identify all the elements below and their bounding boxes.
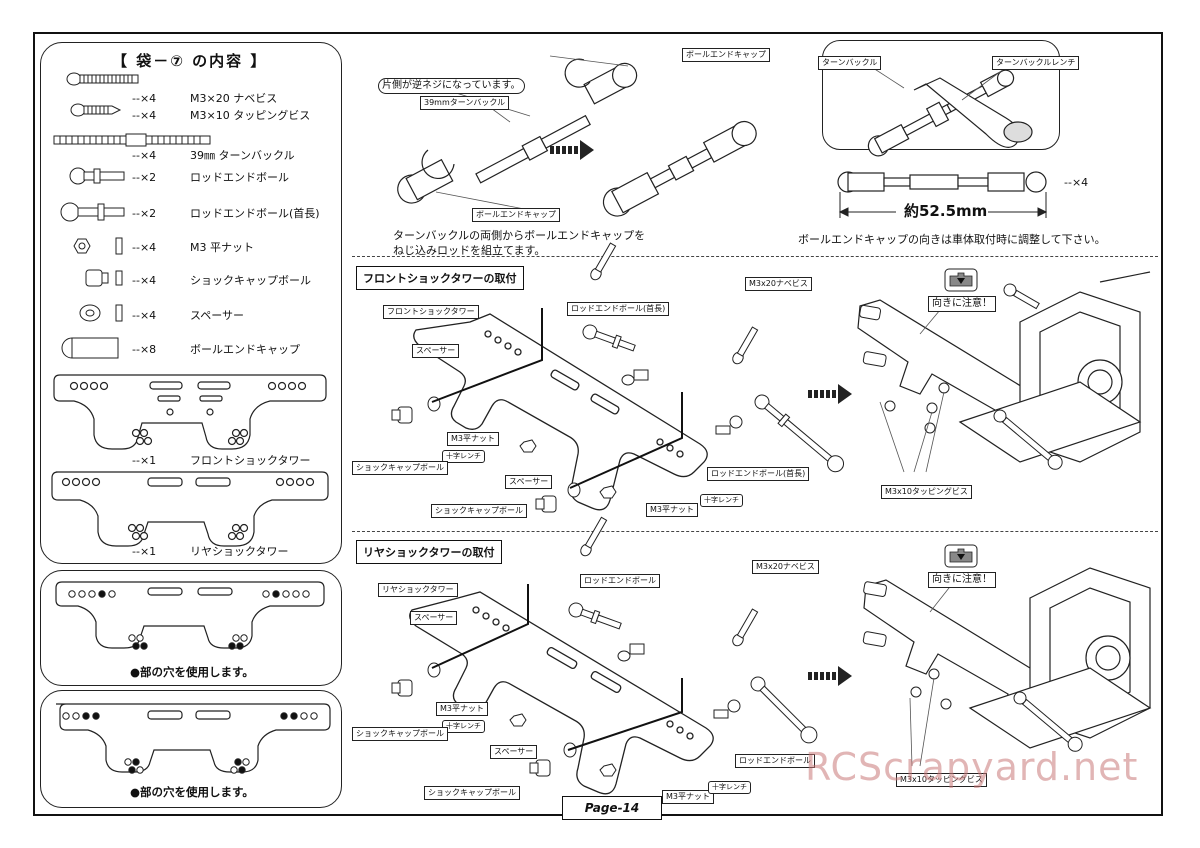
page-number: Page-14 bbox=[562, 796, 662, 820]
rear-label-tower: リヤショックタワー bbox=[378, 583, 458, 597]
rear-caution-icon bbox=[944, 544, 978, 568]
part-name-tapping: M3×10 タッピングビス bbox=[190, 109, 311, 122]
part-qty-nut: --×4 bbox=[132, 241, 157, 254]
parts-list-title: 【 袋－⑦ の内容 】 bbox=[112, 52, 268, 70]
part-name-screw20: M3×20 ナベビス bbox=[190, 92, 278, 105]
divider-1 bbox=[352, 256, 1158, 257]
rear-tower-holes-diagram bbox=[56, 703, 331, 774]
label-39-turnbuckle: 39mmターンバックル bbox=[420, 96, 510, 110]
front-label-tapping: M3x10タッピングビス bbox=[881, 485, 972, 499]
turnbuckle-wrench-diagram bbox=[867, 65, 1033, 157]
rear-section-title: リヤショックタワーの取付 bbox=[356, 540, 502, 564]
endcap-orientation-note: ボールエンドキャップの向きは車体取付時に調整して下さい。 bbox=[798, 233, 1106, 246]
rod-length-dimension: 約52.5mm bbox=[904, 202, 988, 220]
part-qty-front-tower: --×1 bbox=[132, 454, 157, 467]
rear-label-nut-2: M3平ナット bbox=[662, 790, 714, 804]
part-qty-turnbuckle: --×4 bbox=[132, 149, 157, 162]
rear-label-nut-1: M3平ナット bbox=[436, 702, 488, 716]
label-reverse-thread: 片側が逆ネジになっています。 bbox=[378, 78, 525, 94]
rear-label-capball-1: ショックキャップボール bbox=[352, 727, 448, 741]
part-qty-tapping: --×4 bbox=[132, 109, 157, 122]
rear-label-rodend-2: ロッドエンドボール bbox=[735, 754, 815, 768]
rear-label-spacer-2: スペーサー bbox=[490, 745, 538, 759]
part-qty-rodend: --×2 bbox=[132, 171, 157, 184]
front-label-rodend-long-2: ロッドエンドボール(首長) bbox=[707, 467, 810, 481]
front-label-wrench-2: 十字レンチ bbox=[700, 494, 743, 507]
rear-label-wrench-1: 十字レンチ bbox=[442, 720, 485, 733]
front-tower-holes-diagram bbox=[55, 581, 325, 650]
parts-illustrations bbox=[51, 72, 329, 547]
part-qty-spacer: --×4 bbox=[132, 309, 157, 322]
rod-qty: --×4 bbox=[1064, 176, 1089, 189]
part-qty-endcap: --×8 bbox=[132, 343, 157, 356]
turnbuckle-caption: ターンバックルの両側からボールエンドキャップを ねじ込みロッドを組立てます。 bbox=[393, 229, 646, 257]
part-name-front-tower: フロントショックタワー bbox=[190, 454, 311, 467]
front-label-spacer-2: スペーサー bbox=[505, 475, 553, 489]
rear-label-wrench-2: 十字レンチ bbox=[708, 781, 751, 794]
label-tool-wrench: ターンバックルレンチ bbox=[992, 56, 1080, 70]
part-qty-rear-tower: --×1 bbox=[132, 545, 157, 558]
assembled-rod-dimension bbox=[837, 171, 1048, 218]
rear-label-caution: 向きに注意！ bbox=[928, 572, 996, 588]
rear-label-capball-2: ショックキャップボール bbox=[424, 786, 520, 800]
rear-hole-note: ●部の穴を使用します。 bbox=[130, 785, 254, 799]
rear-label-rodend-1: ロッドエンドボール bbox=[580, 574, 660, 588]
turnbuckle-assembly-diagram bbox=[397, 55, 757, 217]
front-label-tower: フロントショックタワー bbox=[383, 305, 479, 319]
front-section-title: フロントショックタワーの取付 bbox=[356, 266, 524, 290]
rear-tower-assembly-diagram bbox=[391, 516, 1152, 795]
front-hole-note: ●部の穴を使用します。 bbox=[130, 665, 254, 679]
part-name-nut: M3 平ナット bbox=[190, 241, 254, 254]
rear-label-tapping: M3x10タッピングビス bbox=[896, 773, 987, 787]
part-name-rodend-long: ロッドエンドボール(首長) bbox=[190, 207, 320, 220]
front-label-nut-2: M3平ナット bbox=[646, 503, 698, 517]
label-endcap-bottom: ボールエンドキャップ bbox=[472, 208, 560, 222]
front-label-nut-1: M3平ナット bbox=[447, 432, 499, 446]
part-name-turnbuckle: 39㎜ ターンバックル bbox=[190, 149, 295, 162]
front-tower-assembly-diagram bbox=[391, 242, 1151, 513]
front-caution-icon bbox=[944, 268, 978, 292]
front-label-capball-1: ショックキャップボール bbox=[352, 461, 448, 475]
part-qty-screw20: --×4 bbox=[132, 92, 157, 105]
front-label-screw: M3x20ナベビス bbox=[745, 277, 812, 291]
rear-label-screw: M3x20ナベビス bbox=[752, 560, 819, 574]
label-endcap-top: ボールエンドキャップ bbox=[682, 48, 770, 62]
label-tool-turnbuckle: ターンバックル bbox=[818, 56, 882, 70]
front-label-caution: 向きに注意！ bbox=[928, 296, 996, 312]
part-qty-capball: --×4 bbox=[132, 274, 157, 287]
part-name-spacer: スペーサー bbox=[190, 309, 245, 322]
front-label-rodend-long-1: ロッドエンドボール(首長) bbox=[567, 302, 670, 316]
divider-2 bbox=[352, 531, 1158, 532]
part-qty-rodend-long: --×2 bbox=[132, 207, 157, 220]
watermark: RCScrapyard.net bbox=[805, 745, 1139, 789]
front-label-capball-2: ショックキャップボール bbox=[431, 504, 527, 518]
front-label-spacer-1: スペーサー bbox=[412, 344, 460, 358]
part-name-rodend: ロッドエンドボール bbox=[190, 171, 289, 184]
part-name-endcap: ボールエンドキャップ bbox=[190, 343, 300, 356]
front-label-wrench-1: 十字レンチ bbox=[442, 450, 485, 463]
part-name-rear-tower: リヤショックタワー bbox=[190, 545, 289, 558]
part-name-capball: ショックキャップボール bbox=[190, 274, 311, 287]
rear-label-spacer-1: スペーサー bbox=[410, 611, 458, 625]
